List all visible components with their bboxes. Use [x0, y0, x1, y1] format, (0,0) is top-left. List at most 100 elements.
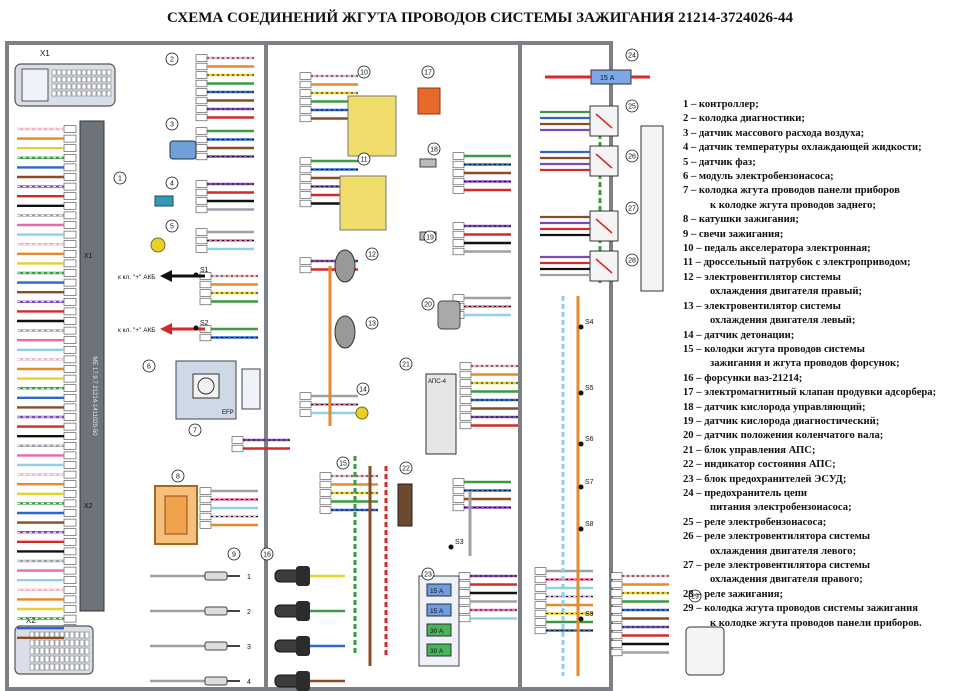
callout-number-19: 19: [426, 235, 434, 242]
battery-arrow-1: к кл. "+" АКБ: [118, 270, 205, 282]
callout-number-13: 13: [368, 321, 376, 328]
splice-dot: [578, 324, 584, 330]
callout-circle: [399, 357, 413, 371]
accelerator-pedal: [347, 95, 397, 157]
legend-item-27: 27 – реле электровентилятора системы: [683, 560, 871, 571]
legend-item-17: 17 – электромагнитный клапан продувки ад…: [683, 387, 937, 399]
x2-label: X2: [26, 616, 36, 625]
callout-number-20: 20: [424, 302, 432, 309]
callout-number-3: 3: [170, 122, 174, 129]
ecu-x1-label: X1: [84, 253, 93, 260]
callout-number-17: 17: [424, 70, 432, 77]
coolant-temp-sensor: [154, 195, 174, 207]
legend-item-13-cont: охлаждения двигателя левый;: [710, 315, 856, 327]
splice-dot: [578, 390, 584, 396]
legend-item-21: 21 – блок управления АПС;: [683, 444, 816, 456]
callout-circle: [165, 219, 179, 233]
legend-item-1: 1 – контроллер;: [683, 99, 759, 110]
callout-number-4: 4: [170, 181, 174, 188]
callout-number-1: 1: [118, 176, 122, 183]
callout-number-25: 25: [628, 104, 636, 111]
splice-dot: [193, 272, 199, 278]
legend-item-29: 29 – колодка жгута проводов системы зажи…: [683, 603, 918, 615]
legend: 1 – контроллер;2 – колодка диагностики;3…: [683, 98, 958, 631]
callout-circle: [357, 65, 371, 79]
connector-29: [685, 626, 725, 676]
callout-number-29: 29: [691, 594, 699, 601]
cylinder-label: 4: [247, 679, 251, 686]
ecu-connector-x1: X1: [14, 49, 116, 107]
callout-number-7: 7: [193, 428, 197, 435]
aps-indicator: [397, 483, 413, 527]
callout-circle: [113, 171, 127, 185]
callout-number-14: 14: [359, 387, 367, 394]
splice-label: S5: [585, 385, 594, 392]
callout-circle: [421, 297, 435, 311]
maf-sensor: [169, 140, 197, 160]
cylinder-label: 3: [247, 644, 251, 651]
relay-block: [640, 125, 664, 292]
splice-label: S7: [585, 479, 594, 486]
fan-motor: [334, 315, 356, 349]
fuse-label: 30 А: [430, 628, 444, 635]
callout-number-12: 12: [368, 252, 376, 259]
diagram-title: СХЕМА СОЕДИНЕНИЙ ЖГУТА ПРОВОДОВ СИСТЕМЫ …: [166, 10, 794, 26]
legend-item-9: 9 – свечи зажигания;: [683, 228, 784, 240]
legend-item-23: 23 – блок предохранителей ЭСУД;: [683, 473, 847, 485]
callout-number-24: 24: [628, 53, 636, 60]
purge-valve: [417, 87, 441, 115]
splice-dot: [578, 526, 584, 532]
knock-sensor: [355, 406, 369, 420]
legend-item-12-cont: охлаждения двигателя правый;: [710, 286, 863, 298]
svg-text:EFP: EFP: [222, 410, 234, 416]
legend-item-7: 7 – колодка жгута проводов панели прибор…: [683, 185, 900, 197]
callout-circle: [357, 152, 371, 166]
legend-item-5: 5 – датчик фаз;: [683, 156, 756, 168]
legend-item-19: 19 – датчик кислорода диагностический;: [683, 415, 880, 427]
callout-number-18: 18: [430, 147, 438, 154]
ecu-controller: МЕ 17.9.7 21214-1411020-50 X1 X2: [63, 120, 105, 642]
splice-dot: [193, 325, 199, 331]
phase-sensor: [150, 237, 166, 253]
splice-dot: [448, 544, 454, 550]
svg-text:АПС-4: АПС-4: [428, 379, 447, 385]
legend-item-13: 13 – электровентилятор системы: [683, 300, 841, 312]
callout-circle: [427, 142, 441, 156]
legend-item-2: 2 – колодка диагностики;: [683, 113, 805, 125]
aps-control-unit: АПС-4: [425, 373, 457, 455]
callout-circle: [188, 423, 202, 437]
ignition-coil: [154, 485, 198, 545]
callout-number-6: 6: [147, 364, 151, 371]
svg-text:к кл. "+" АКБ: к кл. "+" АКБ: [118, 274, 156, 281]
legend-item-10: 10 – педаль акселератора электронная;: [683, 243, 871, 255]
callout-circle: [142, 359, 156, 373]
legend-item-22: 22 – индикатор состояния АПС;: [683, 459, 836, 471]
legend-item-20: 20 – датчик положения коленчатого вала;: [683, 430, 884, 442]
splice-label: S3: [455, 539, 464, 546]
splice-dot: [578, 441, 584, 447]
legend-item-27-cont: охлаждения двигателя правого;: [710, 574, 863, 586]
legend-item-11: 11 – дроссельный патрубок с электроприво…: [683, 257, 911, 269]
callout-number-9: 9: [232, 552, 236, 559]
fan-motor: [334, 249, 356, 283]
callout-circle: [165, 52, 179, 66]
cylinder-label: 2: [247, 609, 251, 616]
ecu-x2-label: X2: [84, 503, 93, 510]
splice-label: S4: [585, 319, 594, 326]
legend-item-15-cont: зажигания и жгута проводов форсунок;: [710, 358, 900, 370]
legend-item-14: 14 – датчик детонации;: [683, 329, 795, 341]
ecu-model-label: МЕ 17.9.7 21214-1411020-50: [91, 356, 97, 436]
callout-circle: [165, 176, 179, 190]
fuel-pump-module: EFP: [175, 360, 261, 420]
callout-circle: [423, 230, 437, 244]
callout-circle: [625, 201, 639, 215]
legend-item-18: 18 – датчик кислорода управляющий;: [683, 401, 866, 413]
callout-number-28: 28: [628, 258, 636, 265]
legend-item-6: 6 – модуль электробензонасоса;: [683, 171, 834, 183]
callout-circle: [227, 547, 241, 561]
callout-circle: [356, 382, 370, 396]
splice-label: S6: [585, 436, 594, 443]
legend-item-26: 26 – реле электровентилятора системы: [683, 531, 871, 543]
fuse-block-esud: 15 А15 А30 А30 А: [418, 575, 460, 667]
callout-circle: [688, 589, 702, 603]
